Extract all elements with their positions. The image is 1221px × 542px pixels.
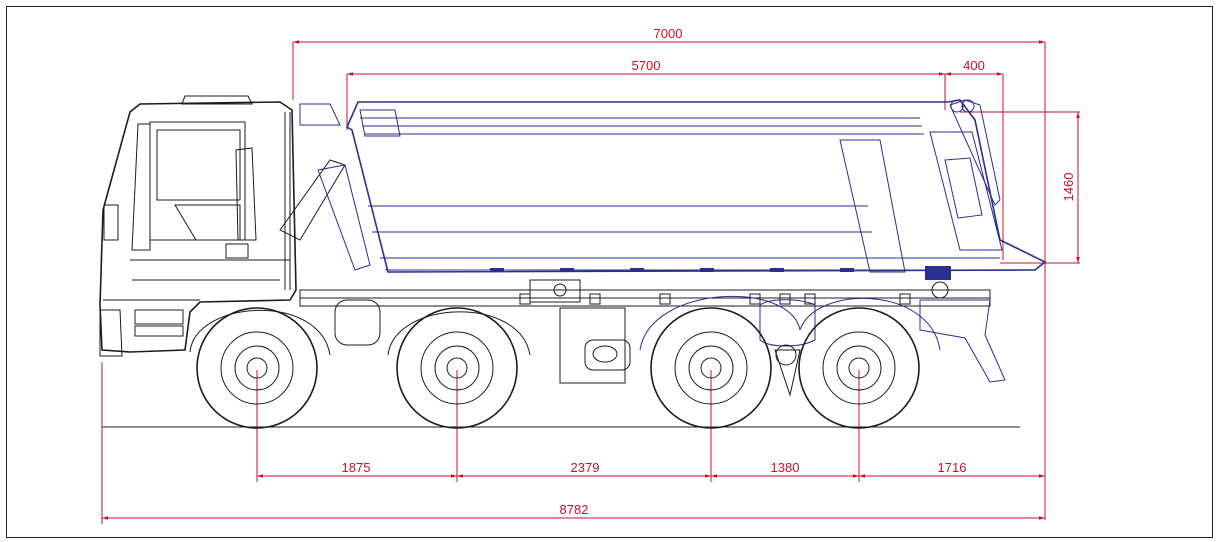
truck-cab <box>99 95 346 357</box>
fenders <box>189 295 941 356</box>
wheel-rear-1 <box>650 307 772 429</box>
dim-overall-length: 8782 <box>560 502 589 517</box>
drawing-frame <box>6 6 1213 538</box>
dim-wheelbase-1-2: 1875 <box>342 460 371 475</box>
wheel-front-1 <box>196 307 318 429</box>
dim-body-tail-overhang: 400 <box>963 58 985 73</box>
dim-body-height: 1460 <box>1061 173 1076 202</box>
dim-body-length: 5700 <box>632 58 661 73</box>
dim-wheelbase-3-4: 1380 <box>771 460 800 475</box>
chassis <box>299 279 1006 397</box>
dimension-lines <box>101 40 1080 524</box>
tipper-body <box>299 99 1047 280</box>
dim-body-total-length: 7000 <box>654 26 683 41</box>
dim-wheelbase-2-3: 2379 <box>571 460 600 475</box>
dim-rear-overhang: 1716 <box>938 460 967 475</box>
wheel-rear-2 <box>798 307 920 429</box>
wheel-front-2 <box>396 307 518 429</box>
